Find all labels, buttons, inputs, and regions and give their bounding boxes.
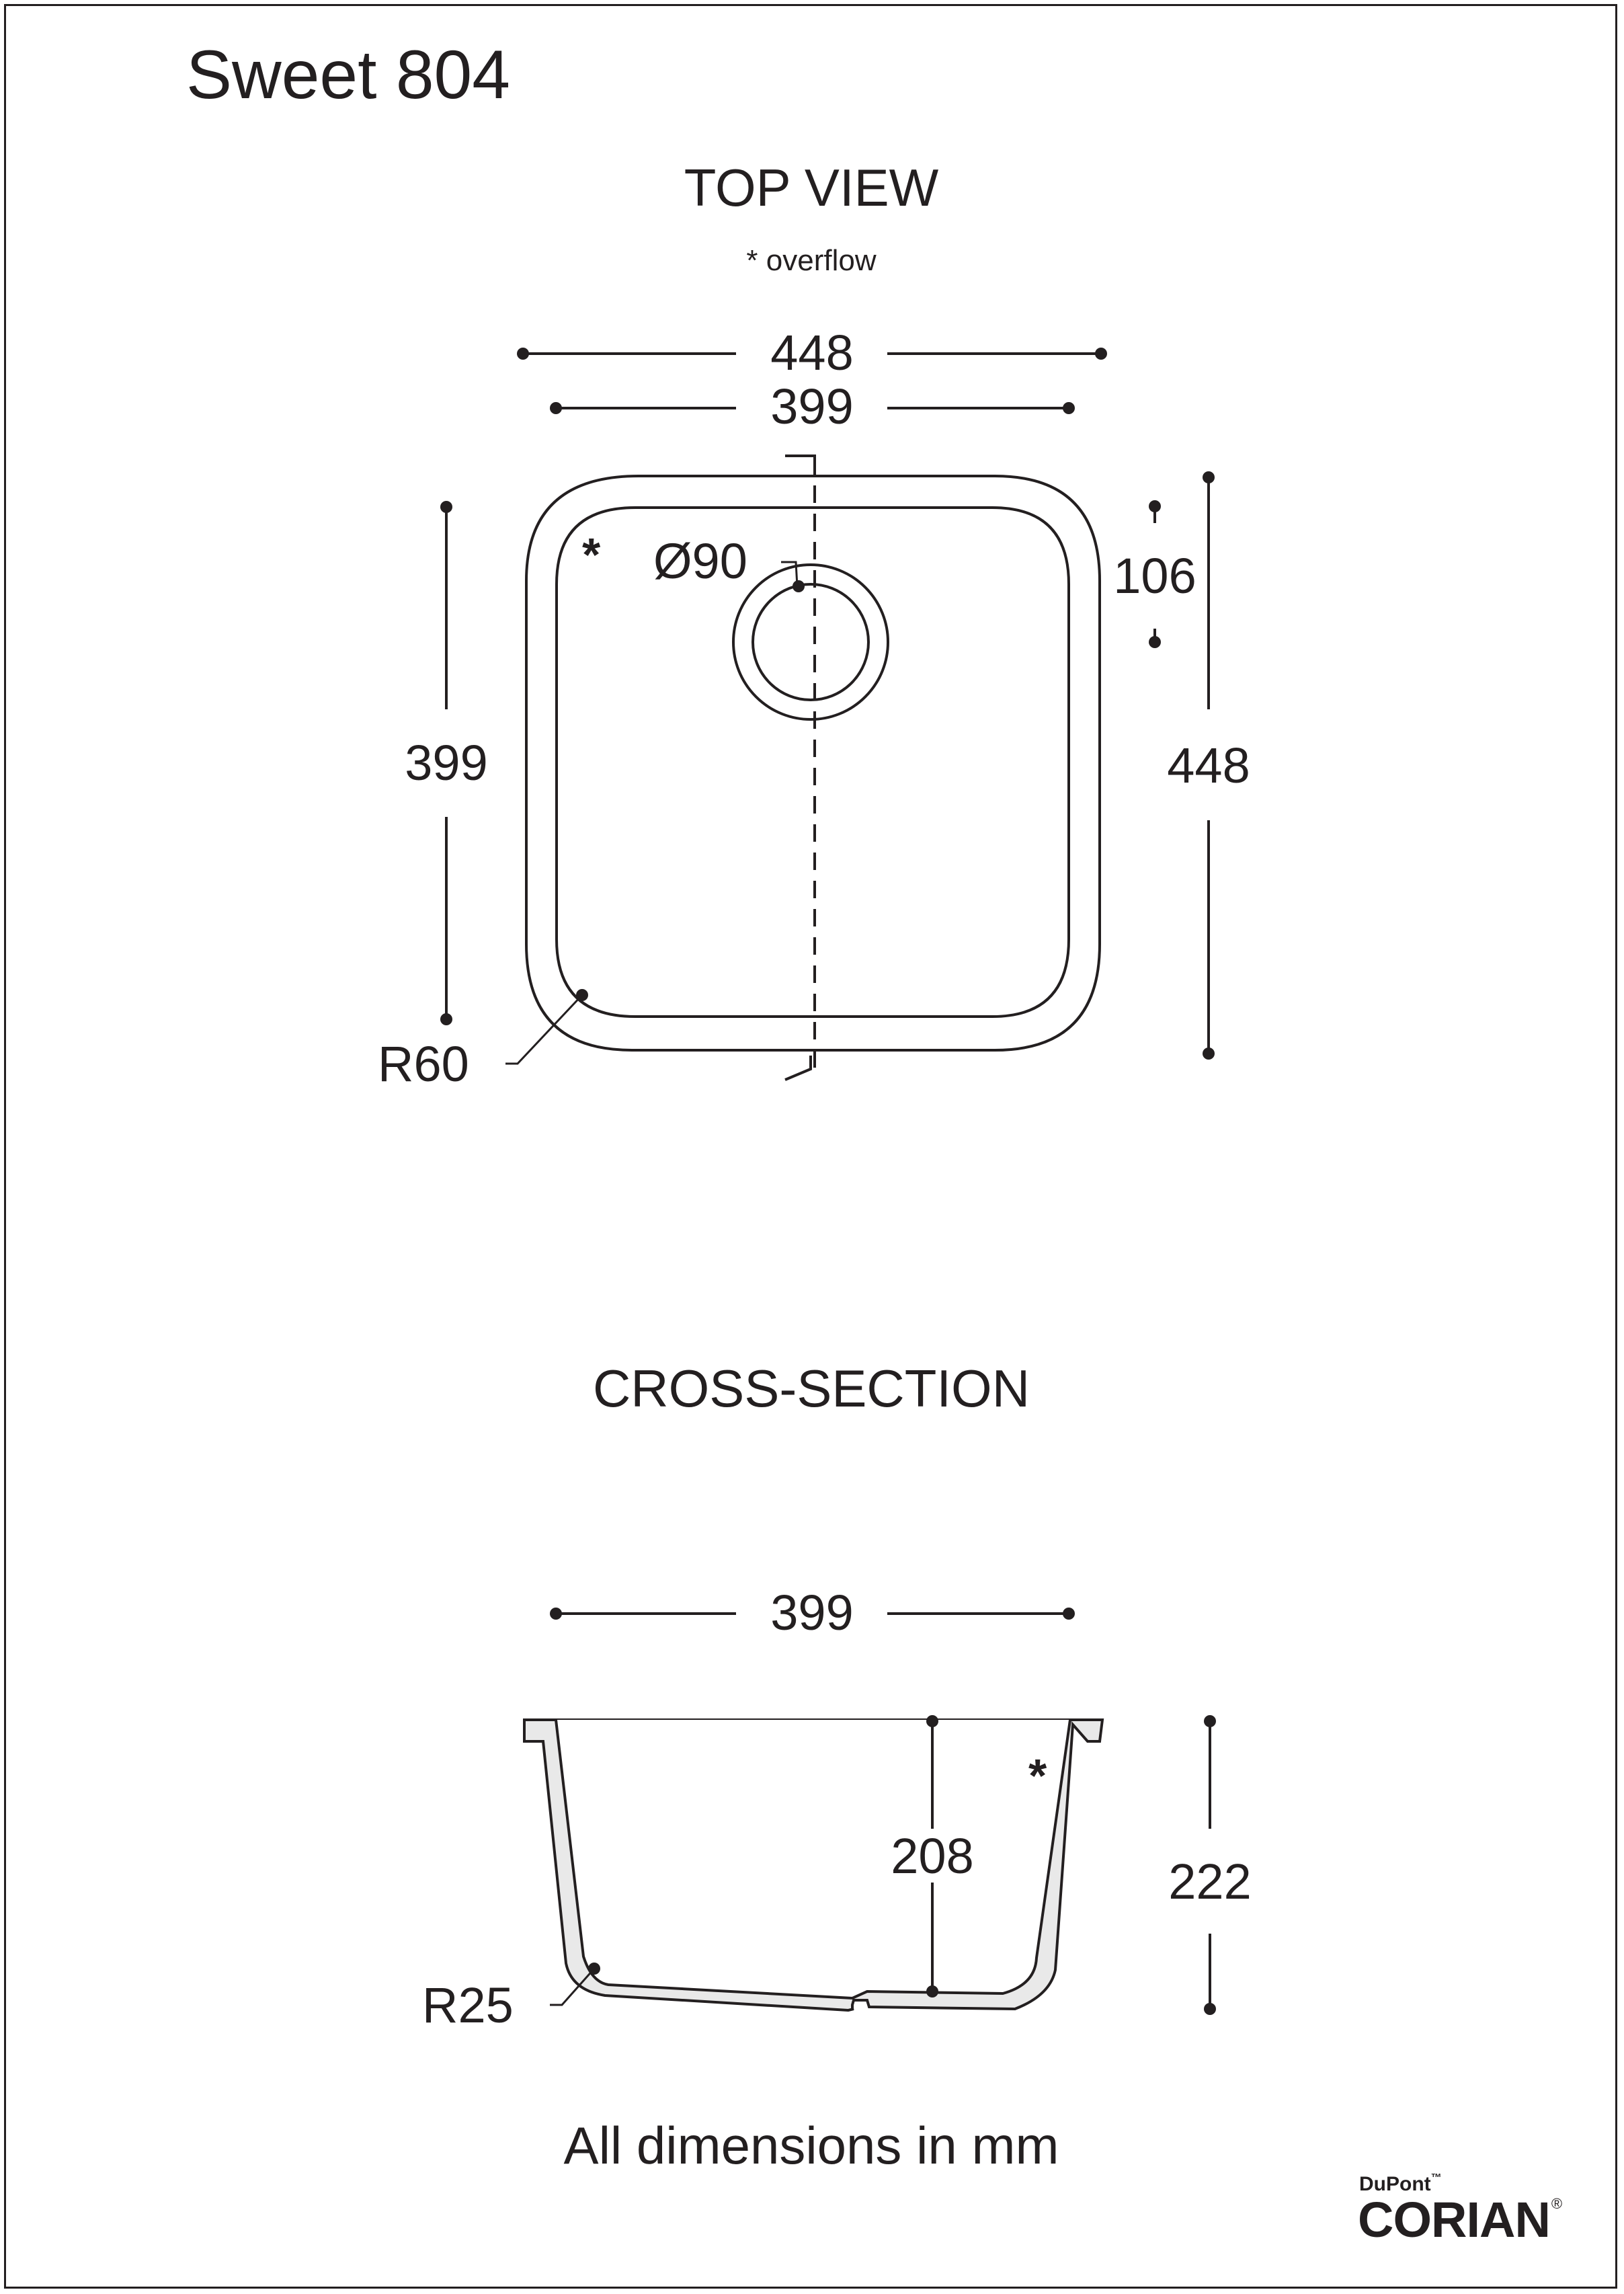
overflow-note: * overflow xyxy=(746,244,877,277)
center-line-bottom-tick xyxy=(784,1056,812,1081)
drawing-frame xyxy=(4,4,1617,2289)
dim-dot xyxy=(793,580,805,592)
drain-inner-circle xyxy=(752,583,870,701)
drawing-title: Sweet 804 xyxy=(186,36,511,113)
r25-leader xyxy=(550,1968,596,2006)
overflow-marker-section: * xyxy=(1028,1749,1047,1802)
dim-dot xyxy=(1095,348,1107,360)
dim-drain-diameter: Ø90 xyxy=(653,533,747,589)
r60-leader xyxy=(505,994,583,1065)
dim-corner-radius: R60 xyxy=(378,1036,469,1092)
dim-dot xyxy=(1063,402,1075,414)
dim-outer-width: 448 xyxy=(770,325,854,381)
cs-dim-outer-depth: 222 xyxy=(1168,1854,1252,1909)
overflow-marker-top: * xyxy=(582,528,601,581)
units-note: All dimensions in mm xyxy=(563,2116,1059,2175)
dim-dot xyxy=(517,348,529,360)
top-view-heading: TOP VIEW xyxy=(684,158,939,217)
dim-dot xyxy=(550,402,562,414)
dim-dot xyxy=(440,1013,452,1025)
dim-outer-height: 448 xyxy=(1167,738,1250,793)
dim-inner-height: 399 xyxy=(405,735,488,791)
dim-dot xyxy=(1149,636,1161,648)
dim-dot xyxy=(926,1715,938,1727)
corian-brand: CORIAN xyxy=(1358,2192,1551,2248)
corian-registered: ® xyxy=(1551,2195,1562,2212)
drain-outer-circle xyxy=(732,563,889,721)
dupont-brand: DuPont xyxy=(1359,2173,1431,2195)
dim-dot xyxy=(550,1608,562,1620)
dim-drain-offset: 106 xyxy=(1113,548,1196,604)
cs-dim-inner-width: 399 xyxy=(770,1585,854,1640)
dupont-trademark: ™ xyxy=(1430,2172,1442,2184)
dim-dot xyxy=(1063,1608,1075,1620)
cross-section-heading: CROSS-SECTION xyxy=(592,1359,1030,1418)
sink-outer-outline xyxy=(525,475,1101,1052)
dim-dot xyxy=(588,1963,600,1975)
cs-dim-inner-depth: 208 xyxy=(891,1828,974,1884)
center-line-top-tick xyxy=(785,454,816,471)
cs-dim-bottom-radius: R25 xyxy=(422,1977,514,2033)
corian-logo-text: CORIAN® xyxy=(1358,2192,1562,2248)
dim-inner-width: 399 xyxy=(770,379,854,434)
dim-dot xyxy=(1203,1047,1215,1060)
dim-dot xyxy=(1204,1715,1216,1727)
dim-dot xyxy=(576,989,588,1001)
dim-dot xyxy=(926,1985,938,1998)
dupont-logo-text: DuPont™ xyxy=(1359,2173,1442,2194)
sink-inner-outline xyxy=(555,506,1070,1018)
d90-leader xyxy=(781,561,799,587)
dim-dot xyxy=(1204,2003,1216,2015)
dim-dot xyxy=(1149,500,1161,512)
dim-dot xyxy=(440,501,452,513)
dim-dot xyxy=(1203,471,1215,483)
